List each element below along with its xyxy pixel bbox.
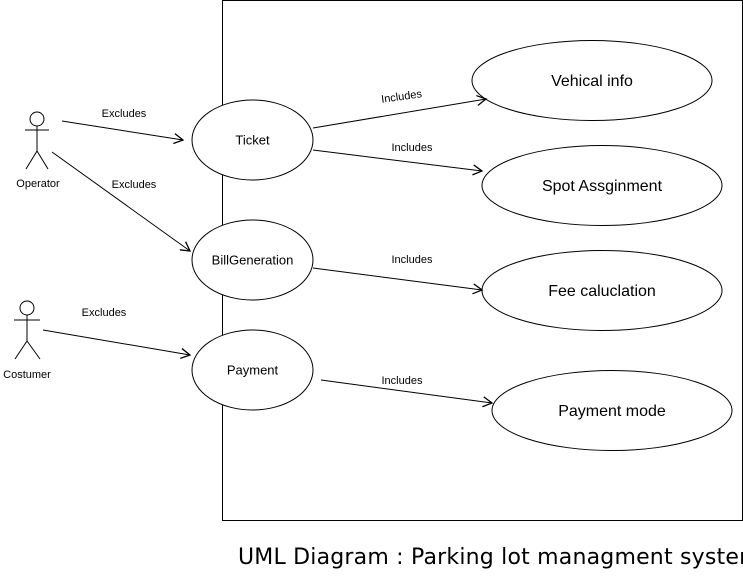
relation-operator-ticket [61, 120, 185, 145]
relation-ticket-vehical-label: Includes [380, 88, 423, 106]
relation-ticket-spot [312, 149, 484, 176]
relation-costumer-payment-label: Excludes [82, 307, 127, 319]
relation-operator-bill [51, 151, 192, 252]
actor-costumer-label: Costumer [3, 369, 51, 381]
actor-costumer-head [19, 300, 35, 316]
usecase-vehical-info-label: Vehical info [551, 73, 633, 90]
relation-operator-bill-label: Excludes [112, 179, 157, 191]
usecase-fee-calculation-label: Fee caluclation [548, 283, 656, 300]
diagram-caption: UML Diagram : Parking lot managment syst… [238, 545, 743, 570]
usecase-bill-generation-label: BillGeneration [212, 253, 294, 268]
relation-bill-fee-label: Includes [392, 254, 433, 266]
usecase-payment [191, 329, 314, 411]
usecase-payment-mode [491, 370, 733, 451]
usecase-payment-mode-label: Payment mode [558, 403, 666, 420]
relation-bill-fee [312, 267, 484, 295]
actor-operator-label: Operator [16, 178, 60, 190]
usecase-ticket-label: Ticket [235, 133, 270, 148]
actor-costumer [14, 300, 41, 360]
actor-operator-head [29, 111, 45, 127]
usecase-spot-assignment-label: Spot Assginment [542, 178, 663, 195]
actor-operator [25, 111, 49, 170]
relation-costumer-payment [42, 329, 192, 360]
relation-ticket-spot-label: Includes [392, 142, 433, 154]
usecase-vehical-info [471, 40, 713, 121]
relation-payment-mode [320, 379, 494, 408]
usecase-ticket [191, 99, 314, 181]
relation-payment-mode-label: Includes [382, 375, 423, 387]
usecase-bill-generation [191, 219, 314, 301]
usecase-payment-label: Payment [227, 363, 279, 378]
usecase-spot-assignment [481, 145, 723, 226]
relation-operator-ticket-label: Excludes [102, 108, 147, 120]
relation-ticket-vehical [312, 94, 488, 129]
